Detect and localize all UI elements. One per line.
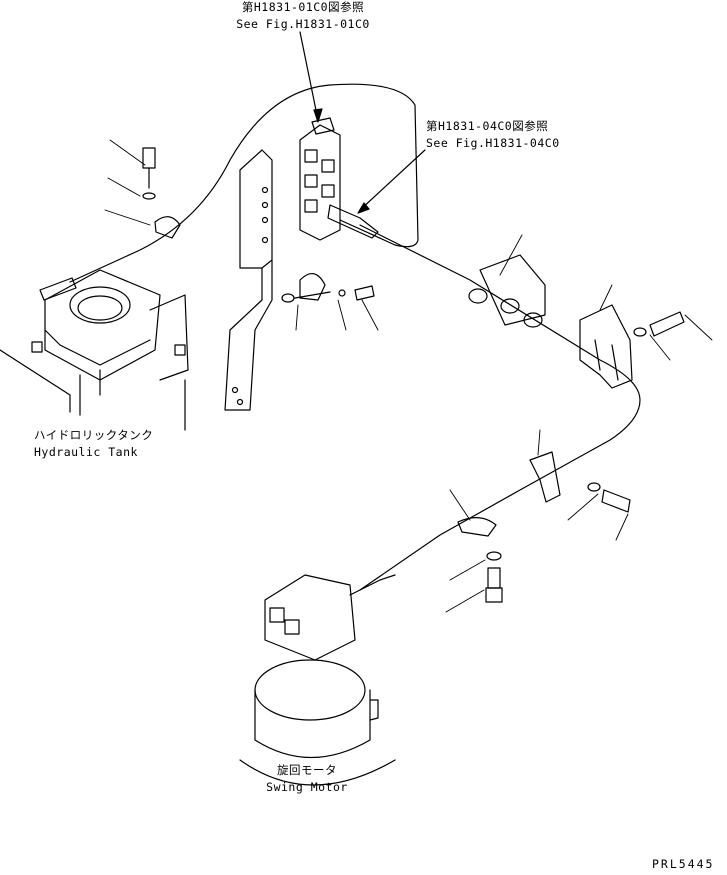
drawing-code: PRL5445 — [652, 857, 715, 871]
mounting-bracket — [224, 149, 273, 411]
control-valve — [299, 117, 379, 241]
hose-ref-en: See Fig.H1831-04C0 — [426, 136, 560, 150]
valve-ref-en: See Fig.H1831-01C0 — [236, 17, 370, 31]
hose-ref-ja: 第H1831-04C0図参照 — [426, 119, 549, 133]
tank-to-valve-hose — [69, 83, 419, 283]
double-clamp — [579, 284, 633, 389]
hydraulic-tank-label-ja: ハイドロリックタンク — [34, 428, 154, 442]
swing-motor-label-ja: 旋回モータ — [277, 763, 337, 777]
valve-to-motor-hose — [359, 224, 641, 591]
hose-clamp-group — [468, 234, 546, 328]
right-bolt-washer — [633, 311, 713, 361]
swing-motor-label-en: Swing Motor — [266, 780, 348, 794]
upper-left-fasteners — [142, 147, 181, 239]
hydraulic-tank — [0, 269, 189, 431]
swing-motor — [239, 574, 396, 786]
lower-hose-clamp — [529, 429, 631, 541]
motor-side-fasteners — [445, 489, 503, 613]
bracket-clamp — [281, 273, 375, 303]
valve-ref-ja: 第H1831-01C0図参照 — [241, 0, 365, 14]
hydraulic-tank-label-en: Hydraulic Tank — [34, 445, 138, 459]
